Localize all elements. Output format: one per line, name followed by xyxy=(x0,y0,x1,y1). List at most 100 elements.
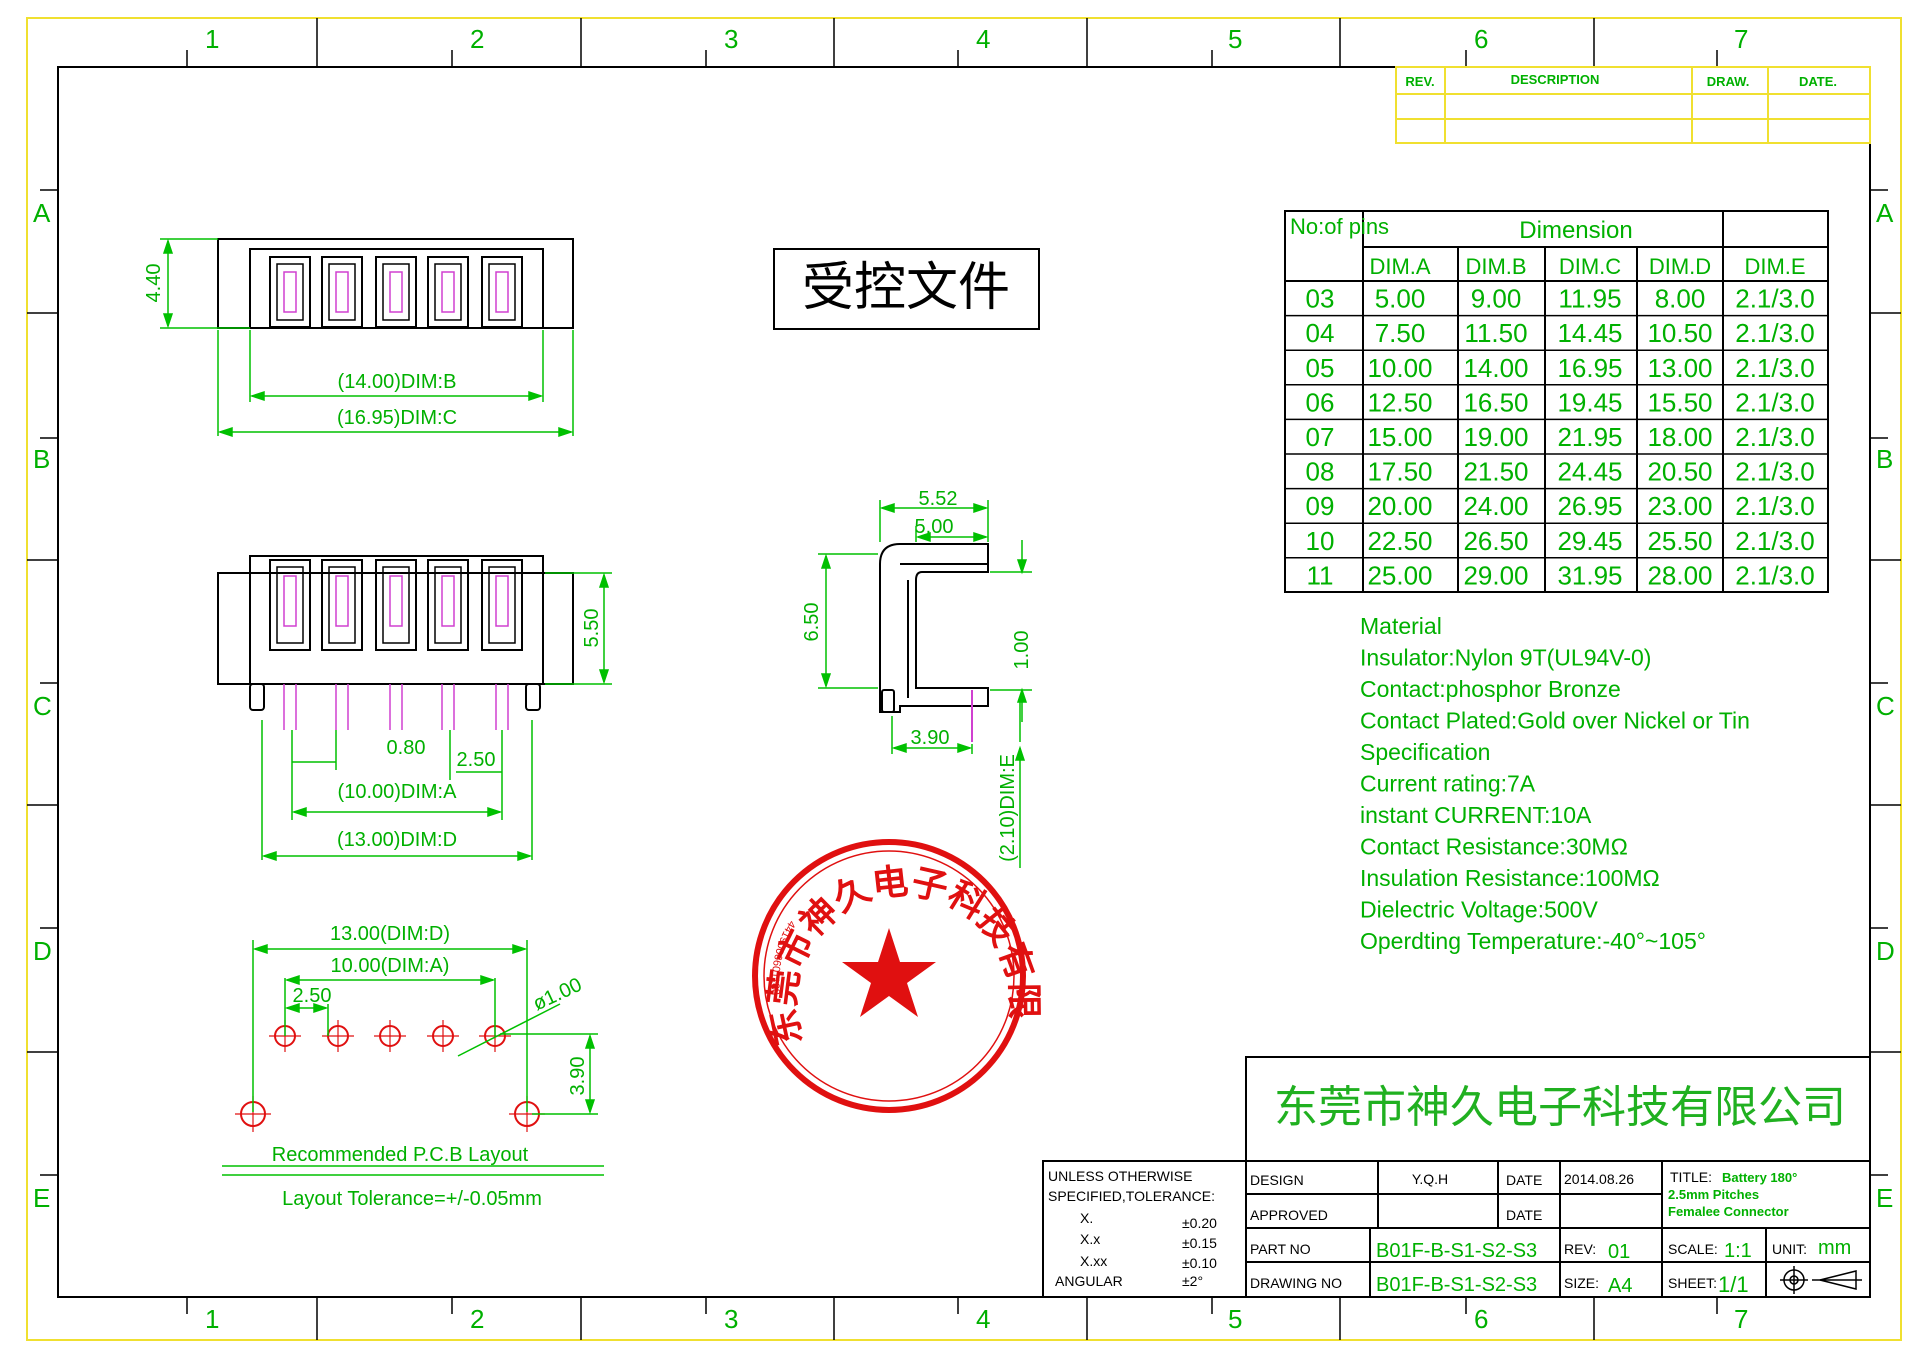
drawing-no-label: DRAWING NO xyxy=(1250,1275,1342,1291)
spec-line: Operdting Temperature:-40°~105° xyxy=(1360,928,1706,954)
dim-row-cell: 15.00 xyxy=(1367,422,1432,452)
top-slot xyxy=(481,256,523,328)
dim-row-cell: 7.50 xyxy=(1375,318,1426,348)
side-dim-top-outer: 5.52 xyxy=(919,488,958,510)
row-label-a-right: A xyxy=(1876,198,1894,228)
col-label-4-top: 4 xyxy=(976,24,990,54)
tol-header-1: UNLESS OTHERWISE xyxy=(1048,1168,1192,1184)
spec-line: Contact Resistance:30MΩ xyxy=(1360,834,1628,860)
dim-row-pins: 07 xyxy=(1306,422,1335,452)
spec-line: Specification xyxy=(1360,739,1490,765)
design-label: DESIGN xyxy=(1250,1172,1304,1188)
size-value: A4 xyxy=(1608,1275,1632,1297)
dim-row-cell: 25.00 xyxy=(1367,560,1432,590)
dim-row-cell: 16.95 xyxy=(1557,353,1622,383)
dim-row-cell: 10.00 xyxy=(1367,353,1432,383)
dim-row-cell: 13.00 xyxy=(1647,353,1712,383)
row-label-a-left: A xyxy=(33,198,51,228)
dim-row-cell: 2.1/3.0 xyxy=(1735,526,1815,556)
drawing-no-value: B01F-B-S1-S2-S3 xyxy=(1376,1274,1537,1296)
pcb-layout-view: 13.00(DIM:D) 10.00(DIM:A) 2.50 ø1.00 3.9… xyxy=(222,923,604,1210)
title-block: 东莞市神久电子科技有限公司 UNLESS OTHERWISE SPECIFIED… xyxy=(1042,1056,1871,1298)
col-label-1-top: 1 xyxy=(205,24,219,54)
dim-col-a: DIM.A xyxy=(1369,254,1430,279)
front-dim-d: (13.00)DIM:D xyxy=(337,829,457,851)
front-peg xyxy=(525,683,541,711)
dim-row-cell: 20.50 xyxy=(1647,457,1712,487)
dim-row-cell: 11.50 xyxy=(1464,318,1527,348)
dim-row-cell: 10.50 xyxy=(1647,318,1712,348)
dim-col-d: DIM.D xyxy=(1649,254,1711,279)
dim-row-cell: 21.50 xyxy=(1463,457,1528,487)
front-dim-a: (10.00)DIM:A xyxy=(338,781,458,803)
outer-border xyxy=(26,17,1902,1341)
dim-row-pins: 04 xyxy=(1306,318,1335,348)
tol-label-xx: X.x xyxy=(1080,1231,1100,1247)
dim-row-pins: 08 xyxy=(1306,457,1335,487)
tol-value-xx: ±0.15 xyxy=(1182,1235,1217,1251)
dim-row-cell: 21.95 xyxy=(1557,422,1622,452)
tol-value-x: ±0.20 xyxy=(1182,1215,1217,1231)
dim-col-e: DIM.E xyxy=(1744,254,1805,279)
front-slot xyxy=(427,559,469,651)
dim-row-cell: 28.00 xyxy=(1647,560,1712,590)
date-label-2: DATE xyxy=(1506,1207,1542,1223)
dim-row-cell: 29.45 xyxy=(1557,526,1622,556)
dim-row-cell: 2.1/3.0 xyxy=(1735,318,1815,348)
sheet-label: SHEET: xyxy=(1668,1275,1717,1291)
side-dim-right: 1.00 xyxy=(1011,631,1033,670)
title-line-3: Femalee Connector xyxy=(1668,1204,1789,1219)
dim-row-cell: 2.1/3.0 xyxy=(1735,422,1815,452)
stamp-star-icon xyxy=(842,928,936,1017)
dim-row-cell: 15.50 xyxy=(1647,387,1712,417)
front-slot xyxy=(321,559,363,651)
top-contact xyxy=(389,271,403,313)
part-no-label: PART NO xyxy=(1250,1241,1311,1257)
dim-col-c: DIM.C xyxy=(1559,254,1621,279)
col-label-6-top: 6 xyxy=(1474,24,1488,54)
dim-row-cell: 2.1/3.0 xyxy=(1735,387,1815,417)
drawing-frame: 1 2 3 4 5 6 7 1 2 3 4 5 6 7 A B C D E A … xyxy=(26,17,1902,1341)
rev-label: REV: xyxy=(1564,1241,1596,1257)
title-line-1: Battery 180° xyxy=(1722,1170,1797,1185)
dim-row-cell: 2.1/3.0 xyxy=(1735,560,1815,590)
stamp-company-text: 东莞市神久电子科技有限公司 xyxy=(0,0,1045,1049)
controlled-document-label: 受控文件 xyxy=(773,248,1040,330)
draw-header: DRAW. xyxy=(1707,74,1750,89)
dim-row-pins: 10 xyxy=(1306,526,1335,556)
approved-label: APPROVED xyxy=(1250,1207,1328,1223)
spec-line: Insulation Resistance:100MΩ xyxy=(1360,865,1660,891)
dim-row-cell: 2.1/3.0 xyxy=(1735,284,1815,314)
spec-line: Dielectric Voltage:500V xyxy=(1360,897,1598,923)
tol-label-xxx: X.xx xyxy=(1080,1253,1107,1269)
title-block-company: 东莞市神久电子科技有限公司 xyxy=(1274,1082,1846,1133)
dim-row-cell: 26.95 xyxy=(1557,491,1622,521)
col-label-1-bottom: 1 xyxy=(205,1304,219,1334)
top-slot xyxy=(375,256,417,328)
row-label-c-left: C xyxy=(33,691,52,721)
row-label-d-right: D xyxy=(1876,936,1895,966)
side-dim-top-inner: 5.00 xyxy=(915,516,954,538)
dim-row-cell: 16.50 xyxy=(1463,387,1528,417)
date-value: 2014.08.26 xyxy=(1564,1171,1634,1187)
rev-header: REV. xyxy=(1405,74,1434,89)
top-dim-b: (14.00)DIM:B xyxy=(338,371,457,393)
pcb-hole-dia: ø1.00 xyxy=(530,974,586,1016)
dim-row-pins: 11 xyxy=(1307,560,1334,590)
front-slot xyxy=(481,559,523,651)
top-slot xyxy=(427,256,469,328)
front-height-dim: 5.50 xyxy=(581,609,603,648)
top-height-dim: 4.40 xyxy=(143,264,165,303)
dim-row-pins: 03 xyxy=(1306,284,1335,314)
dim-row-cell: 25.50 xyxy=(1647,526,1712,556)
dim-row-cell: 2.1/3.0 xyxy=(1735,491,1815,521)
date-label: DATE xyxy=(1506,1172,1542,1188)
date-header: DATE. xyxy=(1799,74,1837,89)
spec-line: Contact:phosphor Bronze xyxy=(1360,676,1621,702)
pcb-dim-d: 13.00(DIM:D) xyxy=(330,923,450,945)
side-dim-bottom: 3.90 xyxy=(911,727,950,749)
side-dim-e: (2.10)DIM:E xyxy=(997,754,1019,862)
col-label-5-bottom: 5 xyxy=(1228,1304,1242,1334)
side-dim-height: 6.50 xyxy=(801,603,823,642)
